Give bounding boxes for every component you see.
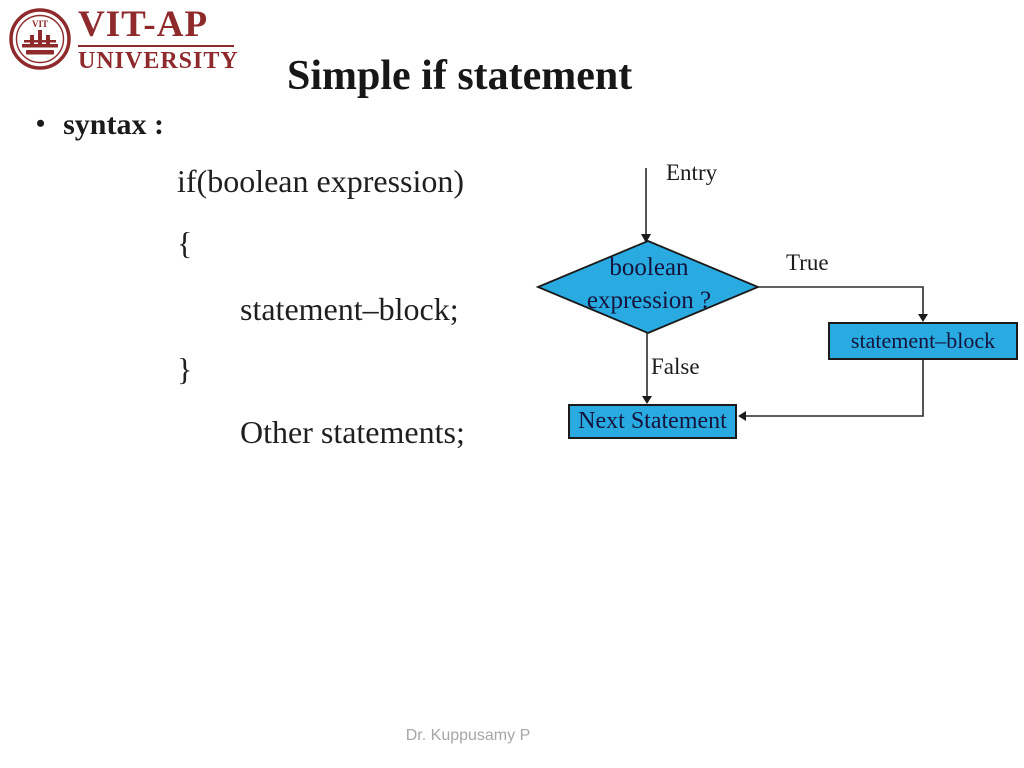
university-wordmark: VIT-AP UNIVERSITY [78,6,239,73]
university-logo: VIT VIT-AP UNIVERSITY [8,6,239,73]
university-subname: UNIVERSITY [78,48,239,74]
bullet-marker: • [36,109,46,138]
statement-block-node: statement–block [828,322,1018,360]
code-line: Other statements; [240,414,465,450]
code-line: if(boolean expression) [177,163,465,199]
decision-diamond [535,240,761,334]
bullet-item-syntax: • syntax : [36,108,164,142]
footer-author: Dr. Kuppusamy P [405,727,531,744]
bullet-label: syntax : [63,108,164,141]
code-line: statement–block; [240,291,459,327]
wordmark-divider [78,45,234,47]
next-statement-label: Next Statement [578,408,727,434]
decision-label-line2: expression ? [586,287,712,314]
false-label: False [651,354,700,379]
university-seal-icon: VIT [9,8,71,70]
svg-text:VIT: VIT [32,19,48,29]
next-statement-node: Next Statement [568,404,737,439]
arrowhead-left-icon [738,411,746,421]
arrowhead-down-icon [641,234,651,243]
statement-block-label: statement–block [850,328,996,353]
decision-diamond-label: boolean expression ? [538,251,760,317]
arrowhead-down-icon [642,396,652,404]
entry-label: Entry [666,160,718,185]
page-title: Simple if statement [287,53,633,100]
university-name: VIT-AP [78,4,209,45]
code-line: } [177,351,193,387]
true-label: True [786,250,829,275]
arrowhead-down-icon [918,314,928,322]
decision-label-line1: boolean [609,254,689,281]
code-line: { [177,225,193,261]
